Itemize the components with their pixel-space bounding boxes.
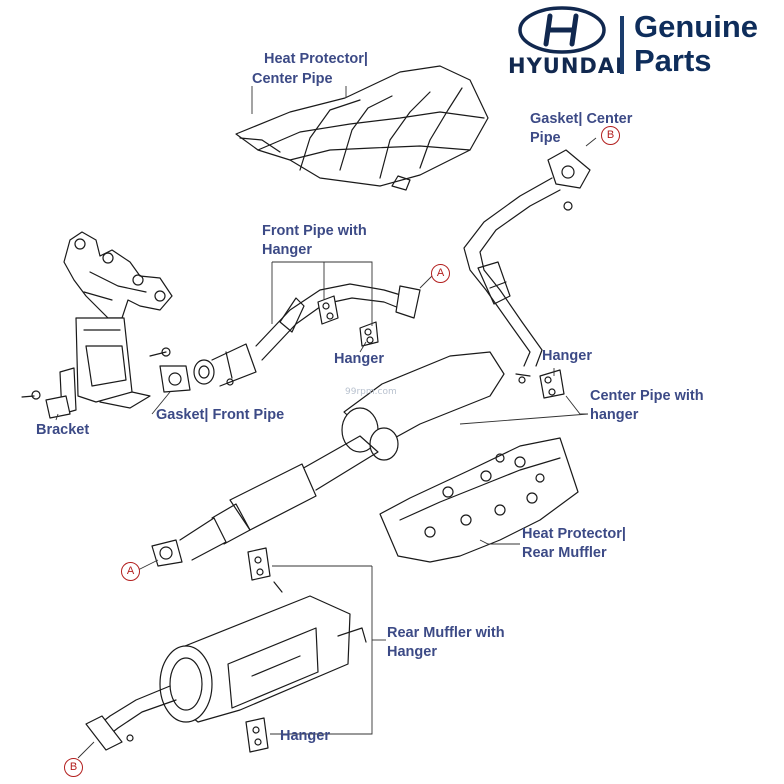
center-pipe [151, 177, 561, 567]
label-center-pipe-line2: hanger [590, 407, 639, 423]
rear-hangers [245, 547, 271, 753]
label-gasket-center-line2: Pipe [530, 130, 561, 146]
marker-b-rear: B [64, 758, 83, 777]
center-hanger [539, 369, 565, 399]
label-front-pipe-line1: Front Pipe with [262, 223, 367, 239]
label-hanger-front: Hanger [334, 351, 384, 367]
front-pipe [193, 283, 421, 387]
gasket-center-pipe [547, 149, 591, 211]
brand-name: HYUNDAI [508, 54, 624, 78]
rear-muffler [85, 581, 367, 751]
heat-protector-center-pipe [235, 65, 489, 191]
brand-separator [620, 16, 624, 74]
label-bracket: Bracket [36, 422, 90, 438]
front-hangers [317, 295, 379, 347]
label-front-pipe-line2: Hanger [262, 242, 312, 258]
heat-protector-rear-muffler [379, 437, 579, 563]
brand-genuine: Genuine [634, 9, 759, 44]
label-heat-protector-center-line2: Center Pipe [252, 71, 333, 87]
label-rear-muffler-line2: Hanger [387, 644, 437, 660]
brand-parts: Parts [634, 43, 712, 78]
manifold-catalytic-converter [21, 231, 173, 419]
label-rear-muffler-line1: Rear Muffler with [387, 625, 505, 641]
watermark: 99rpm.com [345, 387, 397, 397]
gasket-front-pipe [159, 365, 191, 393]
marker-a-center: A [121, 562, 140, 581]
label-heat-protector-rear-line1: Heat Protector| [522, 526, 626, 542]
label-heat-protector-rear-line2: Rear Muffler [522, 545, 607, 561]
label-center-pipe-line1: Center Pipe with [590, 388, 704, 404]
leader-lines [55, 86, 597, 759]
label-gasket-center-line1: Gasket| Center [530, 111, 633, 127]
label-gasket-front: Gasket| Front Pipe [156, 407, 285, 423]
hyundai-logo-icon [518, 6, 606, 54]
marker-b-gasket: B [601, 126, 620, 145]
marker-a-front: A [431, 264, 450, 283]
label-hanger-center: Hanger [542, 348, 592, 364]
label-heat-protector-center-line1: Heat Protector| [264, 51, 368, 67]
label-hanger-rear: Hanger [280, 728, 330, 744]
